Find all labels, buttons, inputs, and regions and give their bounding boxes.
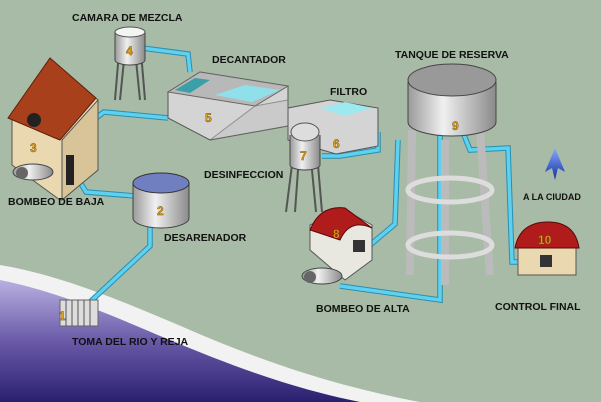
label-control-final: CONTROL FINAL (495, 301, 581, 313)
label-bombeo-baja: BOMBEO DE BAJA (8, 196, 105, 208)
station-1-intake: 1 (59, 299, 99, 327)
station-9-tanque-reserva: 9 (405, 63, 497, 285)
station-3-house: 3 (7, 57, 99, 202)
station-10-control-final: 10 (514, 221, 580, 276)
svg-text:6: 6 (333, 137, 340, 151)
svg-text:8: 8 (333, 227, 340, 241)
svg-text:2: 2 (157, 204, 164, 218)
svg-text:9: 9 (452, 119, 459, 133)
svg-text:5: 5 (205, 111, 212, 125)
label-a-la-ciudad: A LA CIUDAD (523, 192, 581, 202)
svg-text:10: 10 (538, 233, 552, 247)
svg-text:7: 7 (300, 149, 307, 163)
svg-text:4: 4 (126, 44, 133, 58)
label-desarenador: DESARENADOR (164, 232, 247, 244)
station-7-desinfeccion: 7 (285, 122, 323, 213)
svg-text:1: 1 (59, 309, 66, 323)
label-desinfeccion: DESINFECCION (204, 169, 283, 181)
station-5-decantador: 5 (166, 71, 290, 141)
arrow-up-icon (545, 148, 565, 180)
label-decantador: DECANTADOR (212, 54, 286, 66)
label-tanque-reserva: TANQUE DE RESERVA (395, 49, 509, 61)
station-2-desarenador: 2 (132, 172, 190, 229)
label-camara-mezcla: CAMARA DE MEZCLA (72, 12, 183, 24)
label-filtro: FILTRO (330, 86, 367, 98)
label-toma-rio: TOMA DEL RIO Y REJA (72, 336, 189, 348)
station-8-bombeo-alta: 8 (301, 207, 373, 285)
label-bombeo-alta: BOMBEO DE ALTA (316, 303, 410, 315)
svg-text:3: 3 (30, 141, 37, 155)
station-4-camara-mezcla: 4 (114, 26, 146, 101)
